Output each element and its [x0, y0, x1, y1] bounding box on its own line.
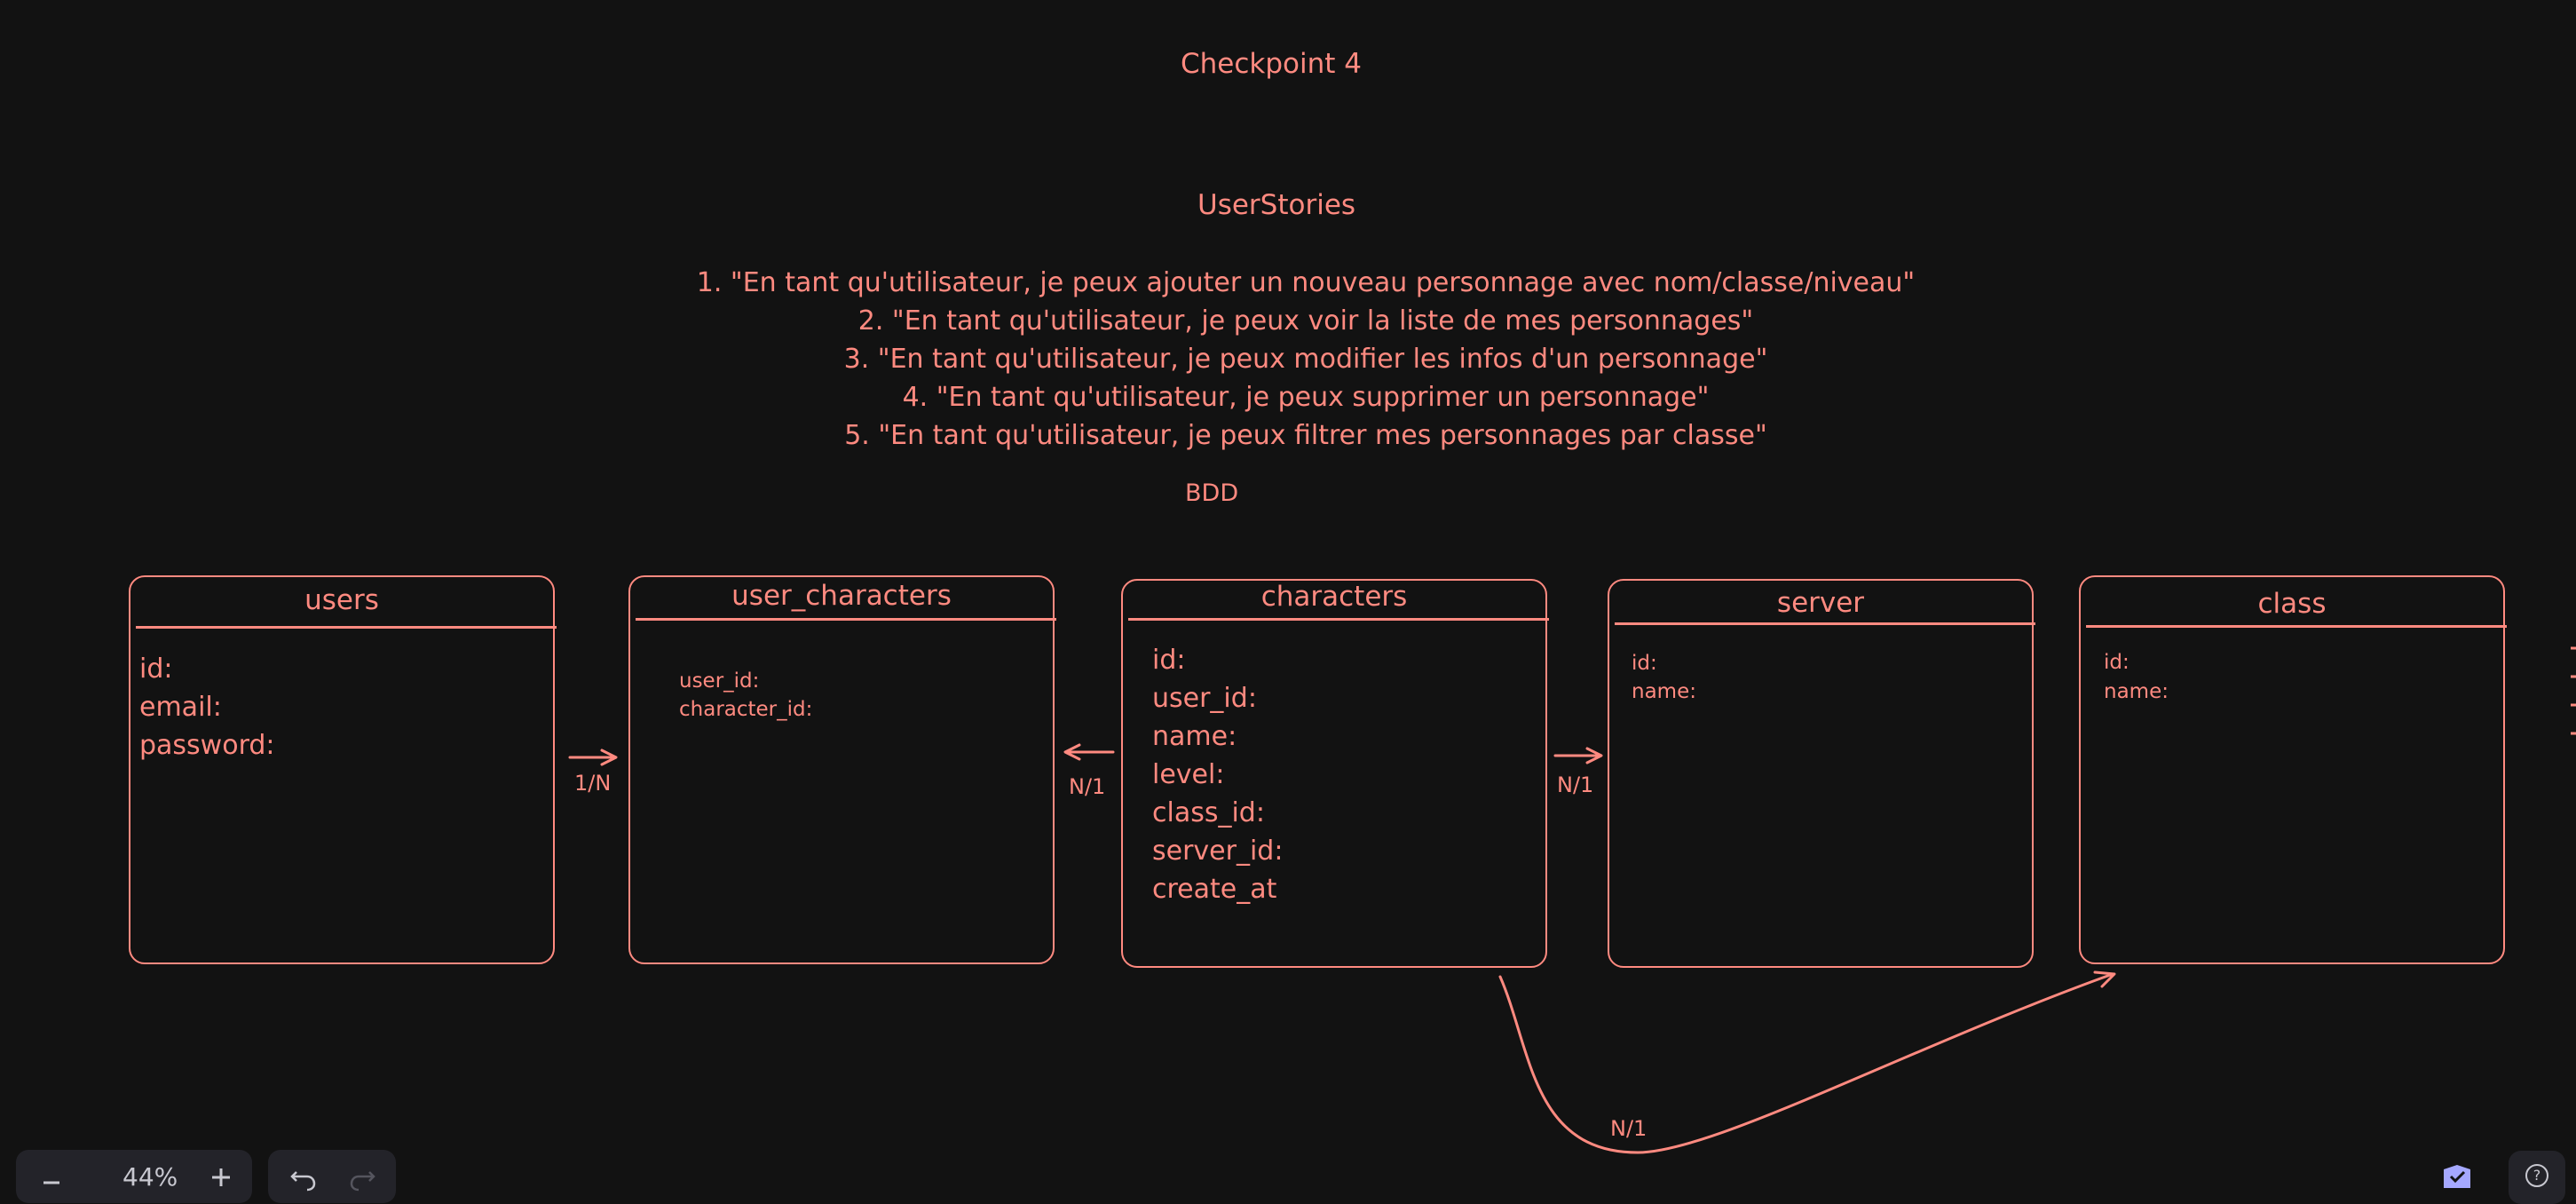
relation-label-characters-server: N/1: [1557, 772, 1594, 797]
field: password:: [139, 730, 275, 761]
table-server[interactable]: server id: name:: [1608, 579, 2035, 968]
redo-icon: [350, 1171, 375, 1192]
field: class_id:: [1152, 797, 1265, 828]
arrow-characters-to-user-characters: [1063, 743, 1115, 761]
field: id:: [1632, 652, 1657, 675]
table-users-name: users: [304, 584, 379, 616]
field: email:: [139, 692, 222, 723]
field: user_id:: [1152, 683, 1257, 714]
arrow-users-to-user-characters: [568, 749, 618, 766]
field: name:: [2104, 680, 2169, 703]
minus-icon: [43, 1181, 59, 1184]
field: name:: [1152, 721, 1237, 752]
relation-label-users-user-characters: 1/N: [574, 771, 612, 796]
table-users[interactable]: users id: email: password:: [129, 575, 557, 964]
user-story: 2. "En tant qu'utilisateur, je peux voir…: [857, 305, 1754, 337]
user-story: 1. "En tant qu'utilisateur, je peux ajou…: [696, 267, 1916, 298]
redo-button[interactable]: [350, 1164, 376, 1200]
help-button[interactable]: ?: [2509, 1151, 2565, 1204]
undo-icon: [290, 1171, 316, 1192]
table-user-characters-name: user_characters: [731, 580, 952, 612]
zoom-level[interactable]: 44%: [122, 1162, 178, 1192]
user-stories-list: 1. "En tant qu'utilisateur, je peux ajou…: [0, 264, 2576, 455]
field: id:: [2104, 651, 2130, 674]
zoom-in-button[interactable]: [209, 1160, 233, 1196]
table-header-divider: [1615, 622, 2035, 625]
help-icon: ?: [2525, 1164, 2548, 1187]
history-controls: [268, 1150, 396, 1203]
table-class-name: class: [2257, 588, 2327, 620]
table-characters-name: characters: [1260, 581, 1408, 613]
relation-label-characters-user-characters: N/1: [1069, 774, 1106, 799]
field: id:: [1152, 645, 1186, 676]
user-stories-heading: UserStories: [1197, 189, 1356, 221]
user-story: 3. "En tant qu'utilisateur, je peux modi…: [843, 344, 1768, 375]
field: id:: [139, 653, 173, 685]
user-story: 5. "En tant qu'utilisateur, je peux filt…: [844, 420, 1767, 451]
zoom-controls: 44%: [16, 1150, 252, 1203]
field: level:: [1152, 759, 1225, 790]
arrow-characters-to-class: [1498, 970, 2116, 1154]
plus-icon: [212, 1168, 230, 1186]
offscreen-element-marks: [2571, 646, 2576, 735]
zoom-out-button[interactable]: [41, 1160, 62, 1196]
table-characters[interactable]: characters id: user_id: name: level: cla…: [1121, 579, 1549, 968]
bdd-heading: BDD: [1185, 479, 1239, 507]
page-title: Checkpoint 4: [1181, 48, 1362, 80]
field: create_at: [1152, 874, 1277, 905]
arrow-characters-to-server: [1553, 747, 1603, 764]
table-user-characters[interactable]: user_characters user_id: character_id:: [628, 575, 1056, 964]
table-header-divider: [2086, 625, 2507, 628]
table-class[interactable]: class id: name:: [2079, 575, 2507, 964]
shield-check-icon[interactable]: [2441, 1163, 2473, 1188]
user-story: 4. "En tant qu'utilisateur, je peux supp…: [902, 382, 1710, 413]
relation-label-characters-class: N/1: [1610, 1116, 1648, 1141]
table-server-name: server: [1776, 587, 1865, 619]
field: server_id:: [1152, 836, 1284, 867]
table-header-divider: [1128, 618, 1549, 621]
field: user_id:: [679, 669, 760, 693]
table-header-divider: [136, 626, 557, 629]
field: name:: [1632, 680, 1696, 703]
table-header-divider: [636, 618, 1056, 621]
field: character_id:: [679, 698, 813, 721]
undo-button[interactable]: [289, 1164, 316, 1200]
